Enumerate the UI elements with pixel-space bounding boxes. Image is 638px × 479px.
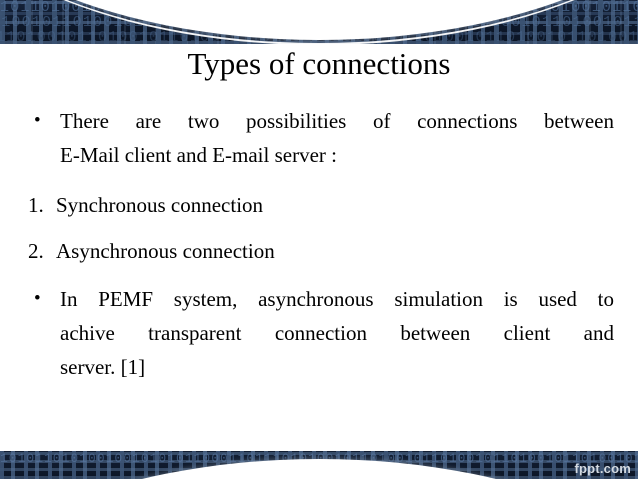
bullet-text-1: There are two possibilities of connectio… — [60, 104, 614, 172]
bullet-item-2: • In PEMF system, asynchronous simulatio… — [24, 282, 614, 384]
spacer — [24, 172, 614, 188]
binary-digits-bottom: 1010110101001001010101100011011101010010… — [0, 452, 638, 479]
top-decoration-band: 1011010010101101001011010010110100101101… — [0, 0, 638, 44]
numbered-text-2: Asynchronous connection — [56, 234, 614, 268]
numbered-item-1: 1. Synchronous connection — [24, 188, 614, 222]
slide-title: Types of connections — [187, 46, 451, 81]
list-number-1: 1. — [28, 193, 44, 217]
numbered-text-1: Synchronous connection — [56, 188, 614, 222]
bullet-line: Asynchronous connection — [56, 239, 275, 263]
list-number-2: 2. — [28, 239, 44, 263]
bullet-marker-icon: • — [34, 288, 41, 309]
numbered-item-2: 2. Asynchronous connection — [24, 234, 614, 268]
bottom-decoration-band: 1010110101001001010101100011011101010010… — [0, 451, 638, 479]
bullet-line: achive transparent connection between cl… — [60, 321, 614, 345]
spacer — [24, 268, 614, 282]
top-arc-highlight — [0, 0, 638, 44]
fppt-watermark: fppt.com — [574, 461, 631, 476]
bullet-line: In PEMF system, asynchronous simulation … — [60, 287, 614, 311]
bullet-marker-icon: • — [34, 110, 41, 131]
spacer — [24, 222, 614, 234]
bullet-text-2: In PEMF system, asynchronous simulation … — [60, 282, 614, 384]
bullet-line: E-Mail client and E-mail server : — [60, 143, 337, 167]
bullet-line: There are two possibilities of connectio… — [60, 109, 614, 133]
bullet-line: Synchronous connection — [56, 193, 264, 217]
slide-body: • There are two possibilities of connect… — [24, 104, 614, 384]
bullet-line: server. [1] — [60, 355, 146, 379]
bullet-item-1: • There are two possibilities of connect… — [24, 104, 614, 172]
